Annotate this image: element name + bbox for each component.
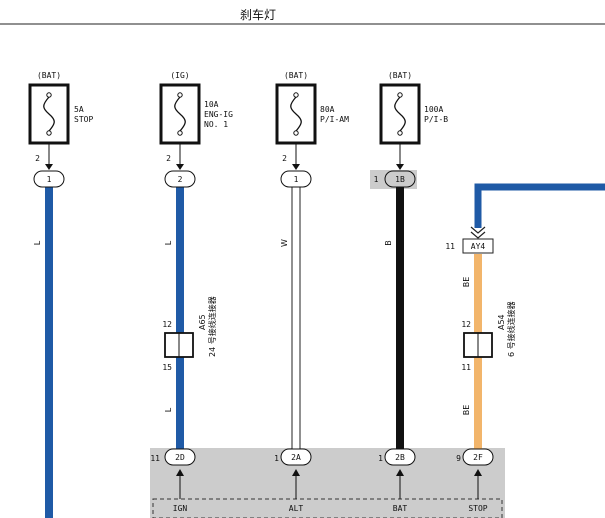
fuse-rating: 10A (204, 100, 219, 109)
fuse-rating: 80A (320, 105, 335, 114)
fuse-source: (BAT) (388, 71, 412, 80)
junction-connector-a54: 12 11 A54 6 号接线连接器 (461, 301, 516, 372)
fuse-source: (BAT) (284, 71, 308, 80)
ecu-connector-label: 2A (291, 453, 301, 462)
fuse-element-icon (290, 96, 302, 132)
fuse-connector-label: 1 (294, 175, 299, 184)
ecu-pin: 11 (150, 454, 160, 463)
ecu-signal: STOP (468, 504, 487, 513)
arrow-up-icon (474, 469, 482, 476)
fuse-connector (164, 170, 196, 188)
ecu-connector-body (280, 448, 312, 466)
connector-ay4 (462, 238, 494, 254)
diagram-title: 刹车灯 (240, 7, 276, 22)
connector-ay4-label: AY4 (471, 242, 486, 251)
wire-blue-2-lower (176, 357, 184, 449)
ecu-connector-2b: 1 2B BAT (378, 448, 416, 513)
fuse-name: STOP (74, 115, 93, 124)
fuse-p-i-b: (BAT) 100A P/I-B 1 1B (374, 71, 448, 188)
fuse-connector (33, 170, 65, 188)
fuse-element-icon (43, 96, 55, 132)
fuse-pin: 2 (166, 154, 171, 163)
ecu-block (150, 448, 505, 518)
fuse-connector (280, 170, 312, 188)
wire-label: B (384, 240, 393, 246)
ecu-signal: ALT (289, 504, 304, 513)
junction-name: 6 号接线连接器 (506, 301, 516, 357)
junction-name: 24 号接线连接器 (207, 296, 217, 357)
ecu-connector-body (164, 448, 196, 466)
junction-pin-bottom: 15 (162, 363, 172, 372)
junction-pin-top: 12 (162, 320, 172, 329)
ecu-connector-label: 2B (395, 453, 405, 462)
fuse-source: (IG) (170, 71, 189, 80)
junction-id: A54 (497, 314, 506, 330)
fuse-connector-label: 1B (395, 175, 405, 184)
junction-connector-a65: 12 15 A65 24 号接线连接器 (162, 296, 217, 372)
arrow-down-icon (396, 164, 404, 170)
fuse-element-icon (174, 96, 186, 132)
ecu-connector-label: 2F (473, 453, 483, 462)
ecu-pin: 9 (456, 454, 461, 463)
wire-blue-2-upper (176, 187, 184, 333)
ay4-chevron-1 (470, 226, 486, 234)
ecu-pin: 1 (274, 454, 279, 463)
ecu-connector-label: 2D (175, 453, 185, 462)
fuse-connector-label: 1 (47, 175, 52, 184)
fuse-name: ENG-IG (204, 110, 233, 119)
fuse-stop: (BAT) 5A STOP 2 1 (28, 71, 93, 188)
fuse-pin: 2 (282, 154, 287, 163)
wire-white-3 (291, 186, 301, 450)
junction-pin-bottom: 11 (461, 363, 471, 372)
connector-ay4-pin: 11 (445, 242, 455, 251)
wire-orange-5-upper (474, 254, 482, 333)
ecu-connector-2d: 11 2D IGN (150, 448, 196, 513)
arrow-down-icon (176, 164, 184, 170)
ecu-dashed-outline (152, 498, 503, 518)
fuse-name-line2: NO. 1 (204, 120, 228, 129)
junction-id: A65 (198, 314, 207, 330)
fuse-connector (384, 170, 416, 188)
ecu-signal: BAT (393, 504, 408, 513)
fuse-pin: 2 (35, 154, 40, 163)
ecu-connector-body (384, 448, 416, 466)
ecu-signal: IGN (173, 504, 188, 513)
ay4-chevron-2 (470, 231, 486, 239)
fuse-name: P/I-B (424, 115, 448, 124)
ecu-pin: 1 (378, 454, 383, 463)
arrow-up-icon (176, 469, 184, 476)
wire-blue-from-right (474, 183, 605, 228)
fuse-eng-ig: (IG) 10A ENG-IG NO. 1 2 2 (159, 71, 233, 188)
arrow-up-icon (292, 469, 300, 476)
fuse-name: P/I-AM (320, 115, 349, 124)
ecu-connector-2f: 9 2F STOP (456, 448, 494, 513)
fuse-element-icon (394, 96, 406, 132)
wire-label: BE (462, 277, 471, 288)
fuse-connector-label: 2 (178, 175, 183, 184)
ecu-connector-2a: 1 2A ALT (274, 448, 312, 513)
arrow-up-icon (396, 469, 404, 476)
wire-label: L (164, 407, 173, 412)
wire-label: L (164, 240, 173, 245)
wire-orange-5-lower (474, 357, 482, 449)
wire-label: L (33, 240, 42, 245)
wire-blue-1 (45, 187, 53, 518)
fuse-rating: 100A (424, 105, 443, 114)
wire-label: W (280, 239, 289, 247)
junction-pin-top: 12 (461, 320, 471, 329)
fuse-rating: 5A (74, 105, 84, 114)
wire-black-4 (396, 187, 404, 449)
ecu-connector-body (462, 448, 494, 466)
arrow-down-icon (45, 164, 53, 170)
fuse-p-i-am: (BAT) 80A P/I-AM 2 1 (275, 71, 349, 188)
fuse-source: (BAT) (37, 71, 61, 80)
arrow-down-icon (292, 164, 300, 170)
wire-label: BE (462, 405, 471, 416)
fuse-connector-prefix: 1 (374, 175, 379, 184)
